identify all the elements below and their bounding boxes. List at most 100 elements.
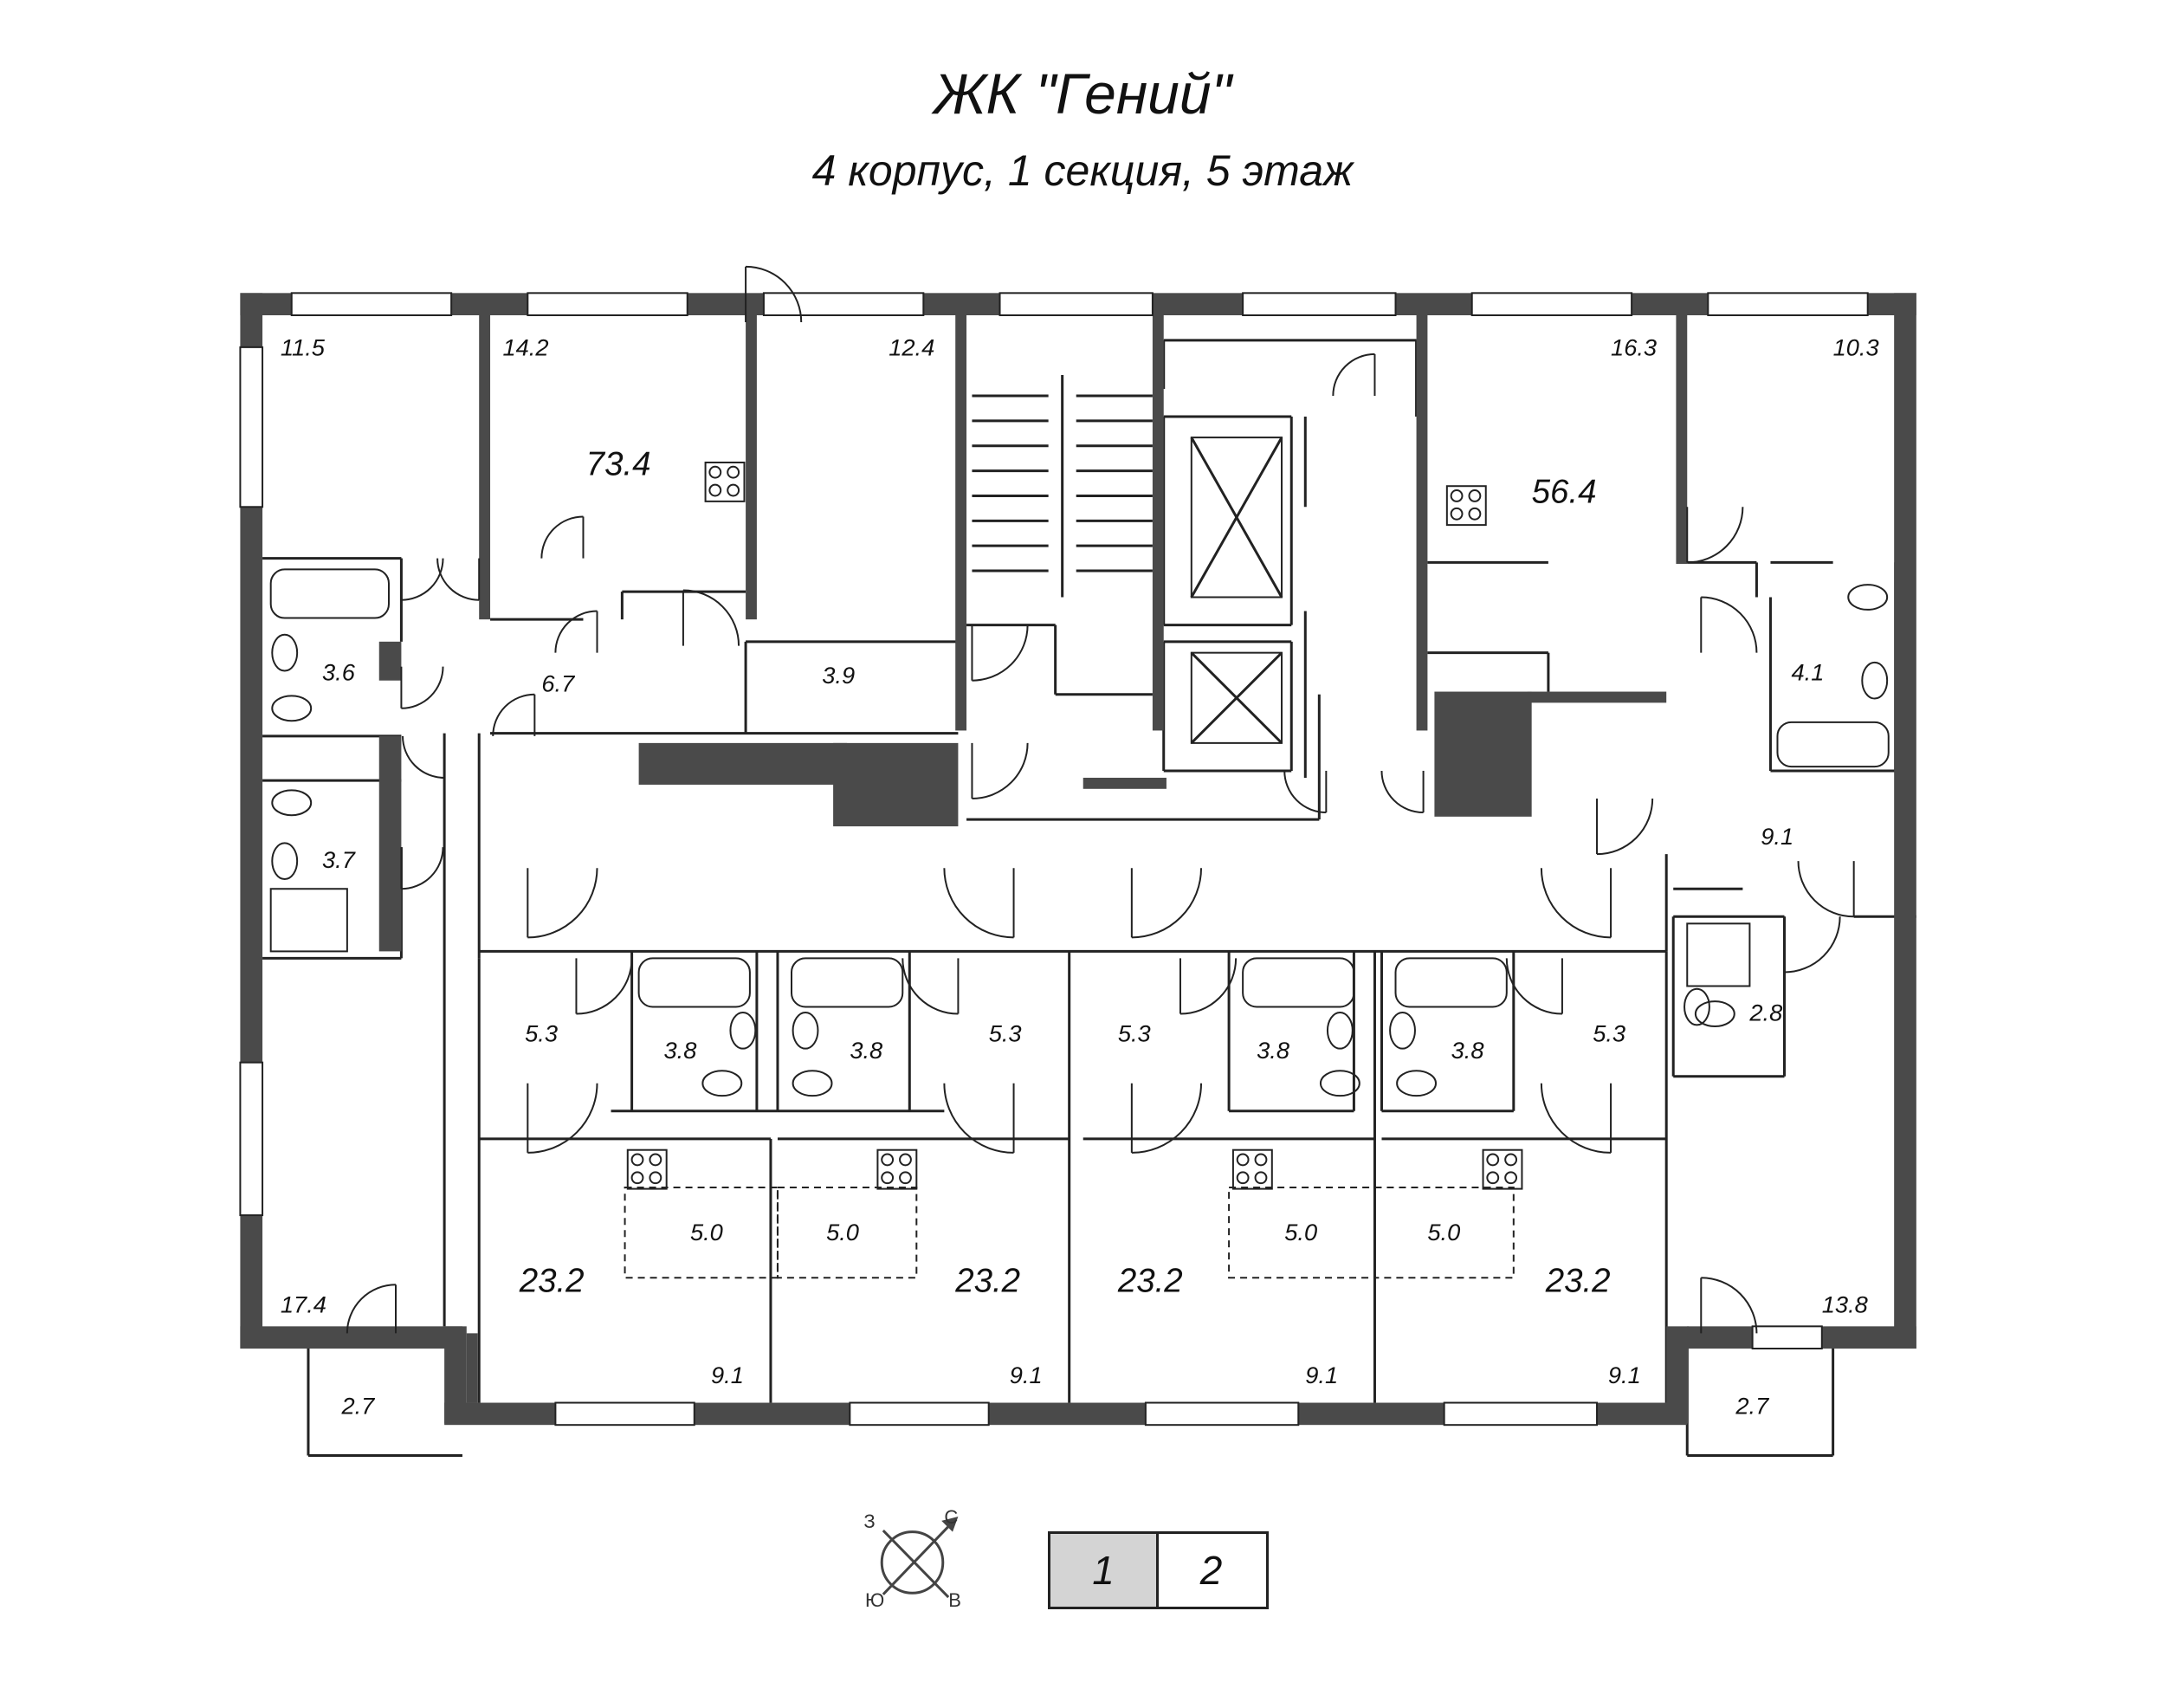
stove-burner bbox=[708, 465, 722, 479]
stove bbox=[704, 461, 746, 502]
stove-burner bbox=[899, 1153, 912, 1167]
room-area: 3.6 bbox=[322, 659, 356, 686]
sink bbox=[1861, 661, 1889, 700]
door-swing bbox=[943, 868, 1014, 939]
elevator-shaft bbox=[1190, 437, 1283, 598]
door-swing bbox=[346, 1284, 396, 1334]
door-swing bbox=[1784, 916, 1841, 974]
kitchen-zone bbox=[776, 1186, 918, 1279]
section-tab-2[interactable]: 2 bbox=[1156, 1531, 1269, 1609]
toilet bbox=[1396, 1070, 1438, 1097]
bathtub bbox=[637, 957, 751, 1008]
compass-letter: Ю bbox=[865, 1589, 884, 1611]
room-area: 5.3 bbox=[525, 1020, 558, 1047]
apartment-total-area: 23.2 bbox=[954, 1262, 1020, 1299]
bathtub bbox=[269, 568, 390, 619]
room-area: 12.4 bbox=[889, 333, 934, 360]
compass-letter: В bbox=[948, 1589, 961, 1611]
wall bbox=[466, 1333, 478, 1403]
door-swing bbox=[492, 693, 535, 736]
door-swing bbox=[1597, 799, 1654, 856]
wall bbox=[1082, 777, 1167, 789]
window bbox=[239, 346, 264, 508]
room-area: 3.8 bbox=[1257, 1037, 1289, 1064]
kitchen-zone bbox=[1228, 1186, 1376, 1279]
door-swing bbox=[1283, 770, 1327, 814]
window bbox=[527, 292, 688, 316]
room-area: 9.1 bbox=[1761, 823, 1793, 850]
window bbox=[762, 292, 925, 316]
stove bbox=[626, 1148, 668, 1190]
stove-burner bbox=[1450, 489, 1464, 502]
stove-burner bbox=[881, 1171, 895, 1185]
door-swing bbox=[1540, 868, 1612, 939]
door-swing bbox=[1797, 861, 1854, 918]
sink bbox=[1389, 1011, 1416, 1050]
window bbox=[290, 292, 453, 316]
wall bbox=[240, 1326, 462, 1349]
room-area: 2.7 bbox=[1735, 1392, 1769, 1419]
door-swing bbox=[1540, 1083, 1612, 1154]
door-swing bbox=[972, 742, 1029, 800]
room-area: 3.8 bbox=[1451, 1037, 1484, 1064]
door-swing bbox=[527, 1083, 598, 1154]
window bbox=[239, 1061, 264, 1217]
apartment-total-area: 23.2 bbox=[1117, 1262, 1183, 1299]
room-area: 9.1 bbox=[711, 1362, 744, 1388]
stove-burner bbox=[649, 1153, 662, 1167]
door-swing bbox=[1131, 868, 1203, 939]
room-area: 14.2 bbox=[502, 333, 548, 360]
stove-burner bbox=[708, 483, 722, 497]
room-area: 2.7 bbox=[340, 1392, 375, 1419]
room-area: 5.0 bbox=[826, 1219, 859, 1245]
wall bbox=[479, 314, 491, 620]
room-area: 5.0 bbox=[690, 1219, 723, 1245]
elevator-cross bbox=[1190, 437, 1283, 598]
door-swing bbox=[682, 589, 740, 646]
sink bbox=[729, 1011, 757, 1050]
stove bbox=[1482, 1148, 1523, 1190]
wall bbox=[378, 735, 402, 952]
room-area: 17.4 bbox=[281, 1291, 326, 1317]
wall bbox=[1152, 314, 1164, 731]
door-swing bbox=[1701, 596, 1758, 653]
door-swing bbox=[1332, 353, 1375, 396]
room-area: 5.3 bbox=[1593, 1020, 1625, 1047]
wall bbox=[1434, 691, 1532, 817]
apartment-total-area: 23.2 bbox=[519, 1262, 585, 1299]
room-area: 11.5 bbox=[281, 333, 326, 360]
stove-burner bbox=[1254, 1153, 1268, 1167]
toilet bbox=[1847, 584, 1889, 611]
door-swing bbox=[1380, 770, 1424, 814]
door-swing bbox=[1701, 1277, 1758, 1334]
shower-tray bbox=[1686, 922, 1751, 987]
door-swing bbox=[401, 666, 444, 709]
bathtub bbox=[1394, 957, 1508, 1008]
toilet bbox=[701, 1070, 743, 1097]
stove-burner bbox=[1450, 507, 1464, 521]
stove-burner bbox=[727, 483, 740, 497]
compass-letter: З bbox=[863, 1511, 875, 1532]
wall bbox=[1894, 293, 1916, 1349]
wall bbox=[955, 314, 967, 731]
toilet bbox=[1319, 1070, 1360, 1097]
stove-burner bbox=[881, 1153, 895, 1167]
door-swing bbox=[527, 868, 598, 939]
stove-burner bbox=[1468, 489, 1482, 502]
room-area: 3.8 bbox=[663, 1037, 696, 1064]
stove-burner bbox=[1236, 1153, 1250, 1167]
door-swing bbox=[401, 847, 444, 890]
toilet bbox=[271, 695, 313, 722]
north-arrow-icon bbox=[941, 1517, 959, 1532]
room-area: 5.0 bbox=[1284, 1219, 1317, 1245]
window bbox=[998, 292, 1154, 316]
wall bbox=[1676, 314, 1688, 565]
section-tab-1[interactable]: 1 bbox=[1048, 1531, 1159, 1609]
door-swing bbox=[1131, 1083, 1203, 1154]
compass-needle bbox=[882, 1523, 953, 1595]
wall bbox=[378, 641, 402, 681]
window bbox=[1242, 292, 1397, 316]
room-area: 4.1 bbox=[1792, 659, 1825, 686]
door-swing bbox=[554, 610, 598, 653]
